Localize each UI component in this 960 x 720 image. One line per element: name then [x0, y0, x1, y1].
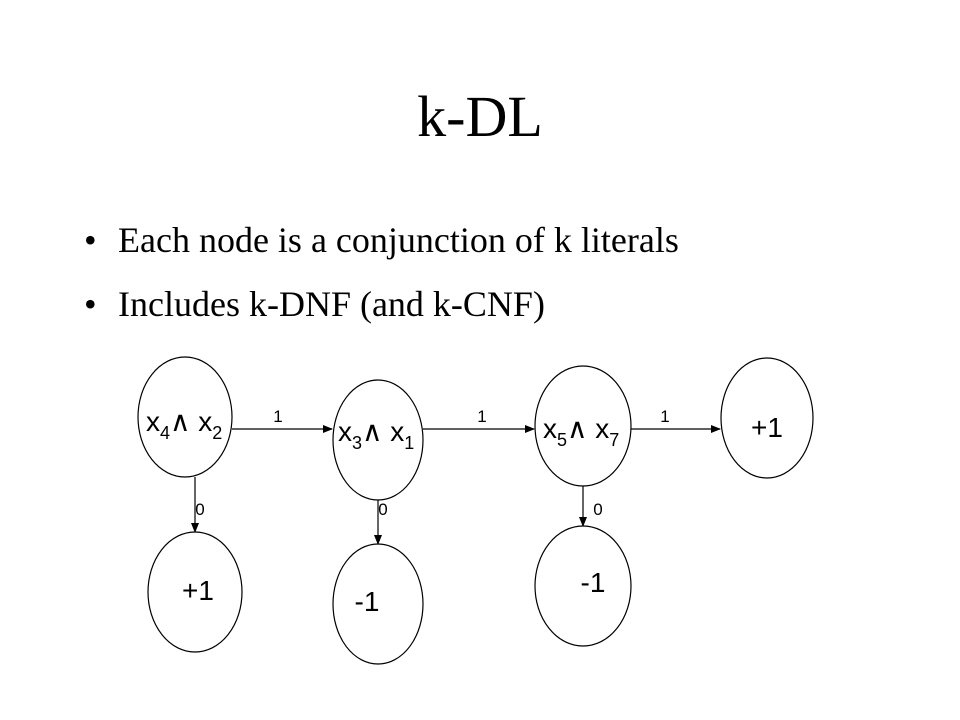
- false-edge-label: 0: [195, 500, 204, 519]
- subscript: 3: [352, 433, 362, 453]
- subscript: 2: [212, 423, 222, 443]
- literal: x: [390, 416, 404, 447]
- literal: x: [595, 413, 609, 444]
- literal: x: [543, 413, 557, 444]
- slide-title: k-DL: [417, 84, 543, 149]
- bullet-text: Includes k-DNF (and k-CNF): [118, 284, 545, 324]
- subscript: 1: [404, 433, 414, 453]
- leaf-node: [534, 525, 632, 647]
- literal: ∧: [170, 406, 198, 437]
- bullet-text: Each node is a conjunction of k literals: [118, 220, 679, 260]
- decision-node: [137, 356, 233, 478]
- literal: x: [338, 416, 352, 447]
- bullet-item: • Includes k-DNF (and k-CNF): [84, 286, 679, 322]
- decision-node: [534, 365, 632, 487]
- decision-node-label: x3∧ x1: [338, 416, 414, 453]
- decision-node-label: x4∧ x2: [146, 406, 222, 443]
- false-edge-label: 0: [593, 500, 602, 519]
- leaf-node: [332, 543, 424, 665]
- true-edge-label: 1: [273, 407, 282, 426]
- decision-node: [332, 379, 424, 501]
- literal: ∧: [362, 416, 390, 447]
- bullet-dot: •: [84, 220, 97, 260]
- true-edge-label: 1: [477, 407, 486, 426]
- bullet-dot: •: [84, 284, 97, 324]
- subscript: 7: [609, 430, 619, 450]
- subscript: 4: [160, 423, 170, 443]
- bullet-list: • Each node is a conjunction of k litera…: [84, 222, 679, 350]
- literal: x: [198, 406, 212, 437]
- literal: ∧: [567, 413, 595, 444]
- leaf-node: [147, 531, 243, 653]
- true-edge-label: 1: [660, 407, 669, 426]
- literal: x: [146, 406, 160, 437]
- false-edge-label: 0: [378, 500, 387, 519]
- subscript: 5: [557, 430, 567, 450]
- decision-node-label: x5∧ x7: [543, 413, 619, 450]
- bullet-item: • Each node is a conjunction of k litera…: [84, 222, 679, 258]
- final-leaf-node: [720, 357, 814, 479]
- leaf-label: -1: [355, 586, 380, 617]
- leaf-label: -1: [581, 567, 606, 598]
- leaf-label: +1: [182, 575, 214, 606]
- final-leaf-label: +1: [751, 412, 783, 443]
